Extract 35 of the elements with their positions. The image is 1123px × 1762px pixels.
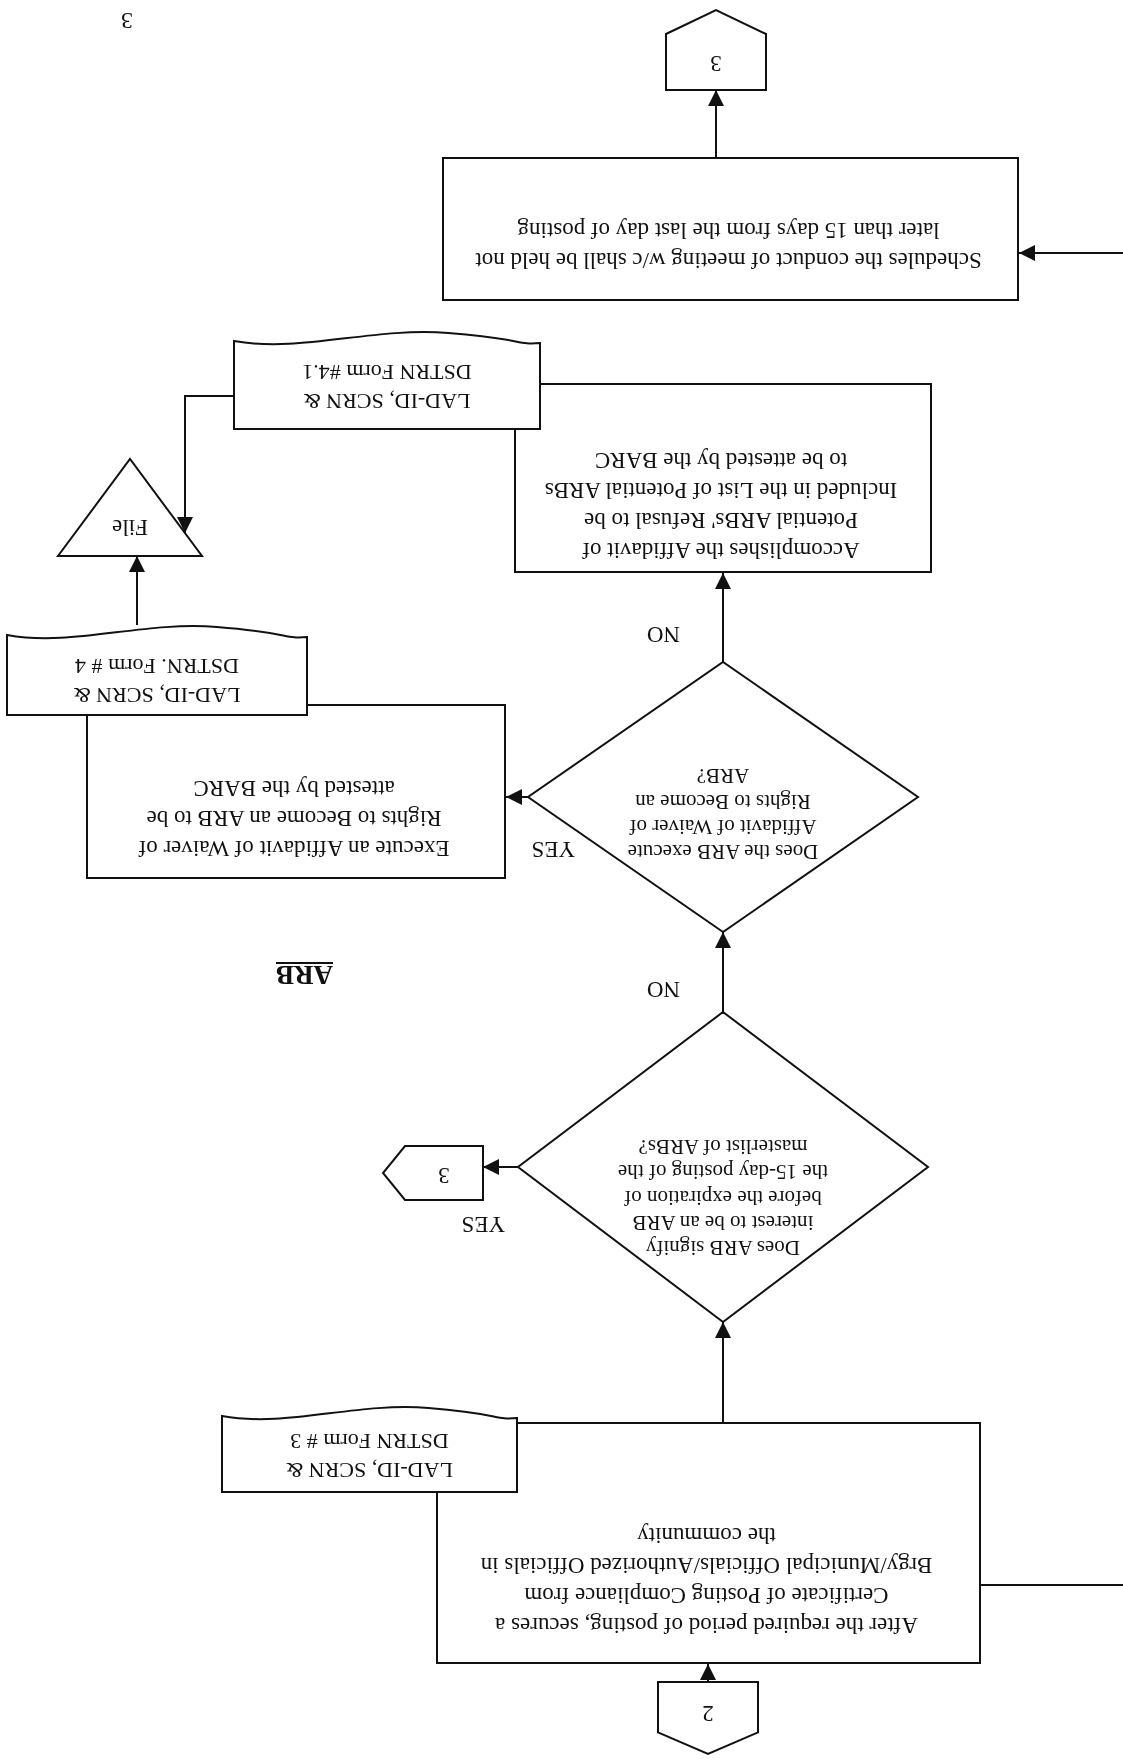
node-text: LAD-ID, SCRN & DSTRN Form #4.1 xyxy=(301,359,473,415)
off-page-connector xyxy=(658,1682,758,1754)
off-page-connector xyxy=(666,10,766,90)
node-text: LAD-ID, SCRN & DSTRN Form # 3 xyxy=(285,1428,454,1484)
node-text: After the required period of posting, secures a Certificate of Posting Compliance from Brgy/Municipal Officials/Authorized Officials in the community xyxy=(479,1522,934,1640)
arrow xyxy=(1018,245,1123,261)
arrow xyxy=(129,555,145,626)
arrow xyxy=(700,1663,716,1683)
node-text: Accomplishes the Affidavit of Potential ARBs' Refusal to be Included in the List of Potential ARBs to be attested by the BARC xyxy=(543,447,899,565)
off-page-connector xyxy=(383,1146,483,1200)
arrow xyxy=(505,789,529,805)
node-text: Does the ARB execute Affidavit of Waiver of Rights to Become an ARB? xyxy=(626,763,820,864)
page-number: 3 xyxy=(121,7,133,34)
arrow xyxy=(715,1321,731,1423)
arrow xyxy=(715,931,731,1013)
decision-diamond xyxy=(528,662,918,932)
node-text: File xyxy=(111,514,149,542)
node-text: Execute an Affidavit of Waiver of Rights to Become an ARB to be attested by the BARC xyxy=(137,775,451,863)
process-box xyxy=(514,383,932,573)
node-text: 2 xyxy=(701,1700,715,1728)
node-text: 3 xyxy=(709,50,723,78)
node-text: Schedules the conduct of meeting w/c shall be held not later than 15 days from the last day of posting xyxy=(474,217,983,275)
node-text: LAD-ID, SCRN & DSTRN. Form # 4 xyxy=(72,653,242,709)
document-shape xyxy=(222,1406,517,1492)
diagram-title: ARB xyxy=(276,959,333,990)
arrow xyxy=(708,89,724,158)
process-box xyxy=(442,157,1019,301)
document-shape xyxy=(234,331,540,429)
connector-line xyxy=(980,1584,1123,1586)
node-text: 3 xyxy=(437,1162,451,1190)
document-shape xyxy=(7,625,307,715)
file-triangle xyxy=(58,459,202,556)
node-text: Does ARB signify interest to be an ARB before the expiration of the 15-day posting of the masterlist of ARBs? xyxy=(618,1134,828,1260)
decision-diamond xyxy=(518,1012,928,1322)
arrow xyxy=(715,572,731,663)
